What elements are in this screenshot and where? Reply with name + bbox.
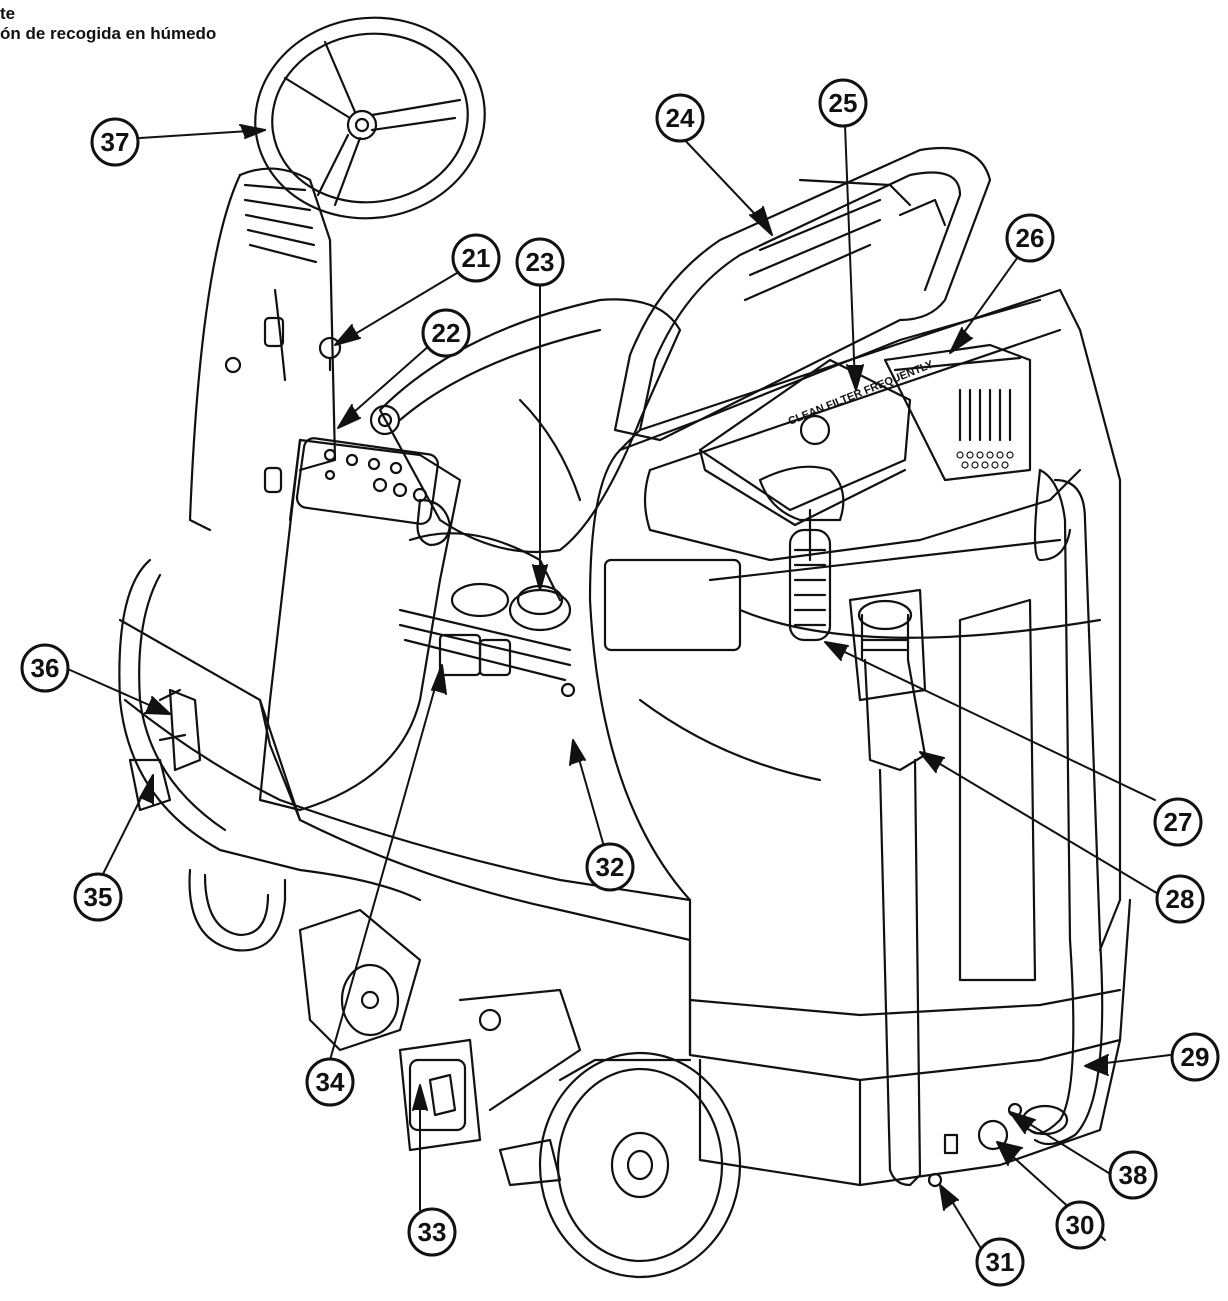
callout-circle-31 xyxy=(975,1237,1025,1287)
callout-circle-33 xyxy=(407,1207,457,1257)
callout-circle-32 xyxy=(585,842,635,892)
tank-lid xyxy=(613,146,992,442)
steering-column xyxy=(188,167,337,532)
callout-number-35: 35 xyxy=(84,882,113,912)
solution-filter xyxy=(128,688,202,812)
leader-lines xyxy=(69,124,1171,1256)
operator-console xyxy=(258,437,572,812)
callout-circle-23 xyxy=(515,237,565,287)
callout-number-34: 34 xyxy=(316,1067,345,1097)
callout-circle-29 xyxy=(1170,1032,1220,1082)
callout-circle-28 xyxy=(1155,874,1205,924)
callout-number-32: 32 xyxy=(596,852,625,882)
debris-basket xyxy=(883,343,1032,482)
callout-circle-35 xyxy=(73,872,123,922)
callout-number-26: 26 xyxy=(1016,223,1045,253)
callout-circle-22 xyxy=(421,308,471,358)
rear-squeegee-body xyxy=(118,558,422,952)
main-body-base xyxy=(118,618,1132,1187)
callout-number-27: 27 xyxy=(1164,807,1193,837)
callout-number-30: 30 xyxy=(1066,1210,1095,1240)
callout-number-33: 33 xyxy=(418,1217,447,1247)
callout-number-31: 31 xyxy=(986,1247,1015,1277)
callout-group: 21 22 23 24 25 26 27 28 29 30 31 32 33 34 35 36 37 38 xyxy=(20,78,1220,1287)
drain-hose xyxy=(848,588,927,1187)
filter-tray xyxy=(698,358,912,562)
callout-number-28: 28 xyxy=(1166,884,1195,914)
callout-circle-37 xyxy=(90,117,140,167)
callout-circle-26 xyxy=(1005,213,1055,263)
callout-number-36: 36 xyxy=(31,653,60,683)
knob-21 xyxy=(318,336,342,372)
operator-seat xyxy=(369,298,682,554)
callout-number-29: 29 xyxy=(1181,1042,1210,1072)
callout-number-22: 22 xyxy=(432,318,461,348)
float-filter xyxy=(788,528,832,642)
callout-circle-38 xyxy=(1108,1150,1158,1200)
rear-drain-fittings xyxy=(927,1102,1023,1188)
steering-wheel xyxy=(254,16,486,220)
callout-circle-25 xyxy=(818,78,868,128)
callout-number-24: 24 xyxy=(666,103,695,133)
callout-number-25: 25 xyxy=(829,88,858,118)
callout-number-21: 21 xyxy=(462,243,491,273)
caption-line-1: te xyxy=(0,4,16,23)
callout-circle-34 xyxy=(305,1057,355,1107)
callout-circle-30 xyxy=(1055,1200,1105,1250)
callout-circle-27 xyxy=(1153,797,1203,847)
callout-circle-36 xyxy=(20,643,70,693)
callout-number-38: 38 xyxy=(1119,1160,1148,1190)
brush-deck-mechanics xyxy=(298,908,582,1187)
callout-circle-21 xyxy=(451,233,501,283)
callout-number-37: 37 xyxy=(101,127,130,157)
callout-circle-24 xyxy=(655,93,705,143)
drive-wheel xyxy=(538,1051,742,1279)
caption-line-2: ón de recogida en húmedo xyxy=(0,24,217,43)
vacuum-hose xyxy=(1021,468,1104,1146)
callout-number-23: 23 xyxy=(526,247,555,277)
charger-cord xyxy=(398,608,576,698)
